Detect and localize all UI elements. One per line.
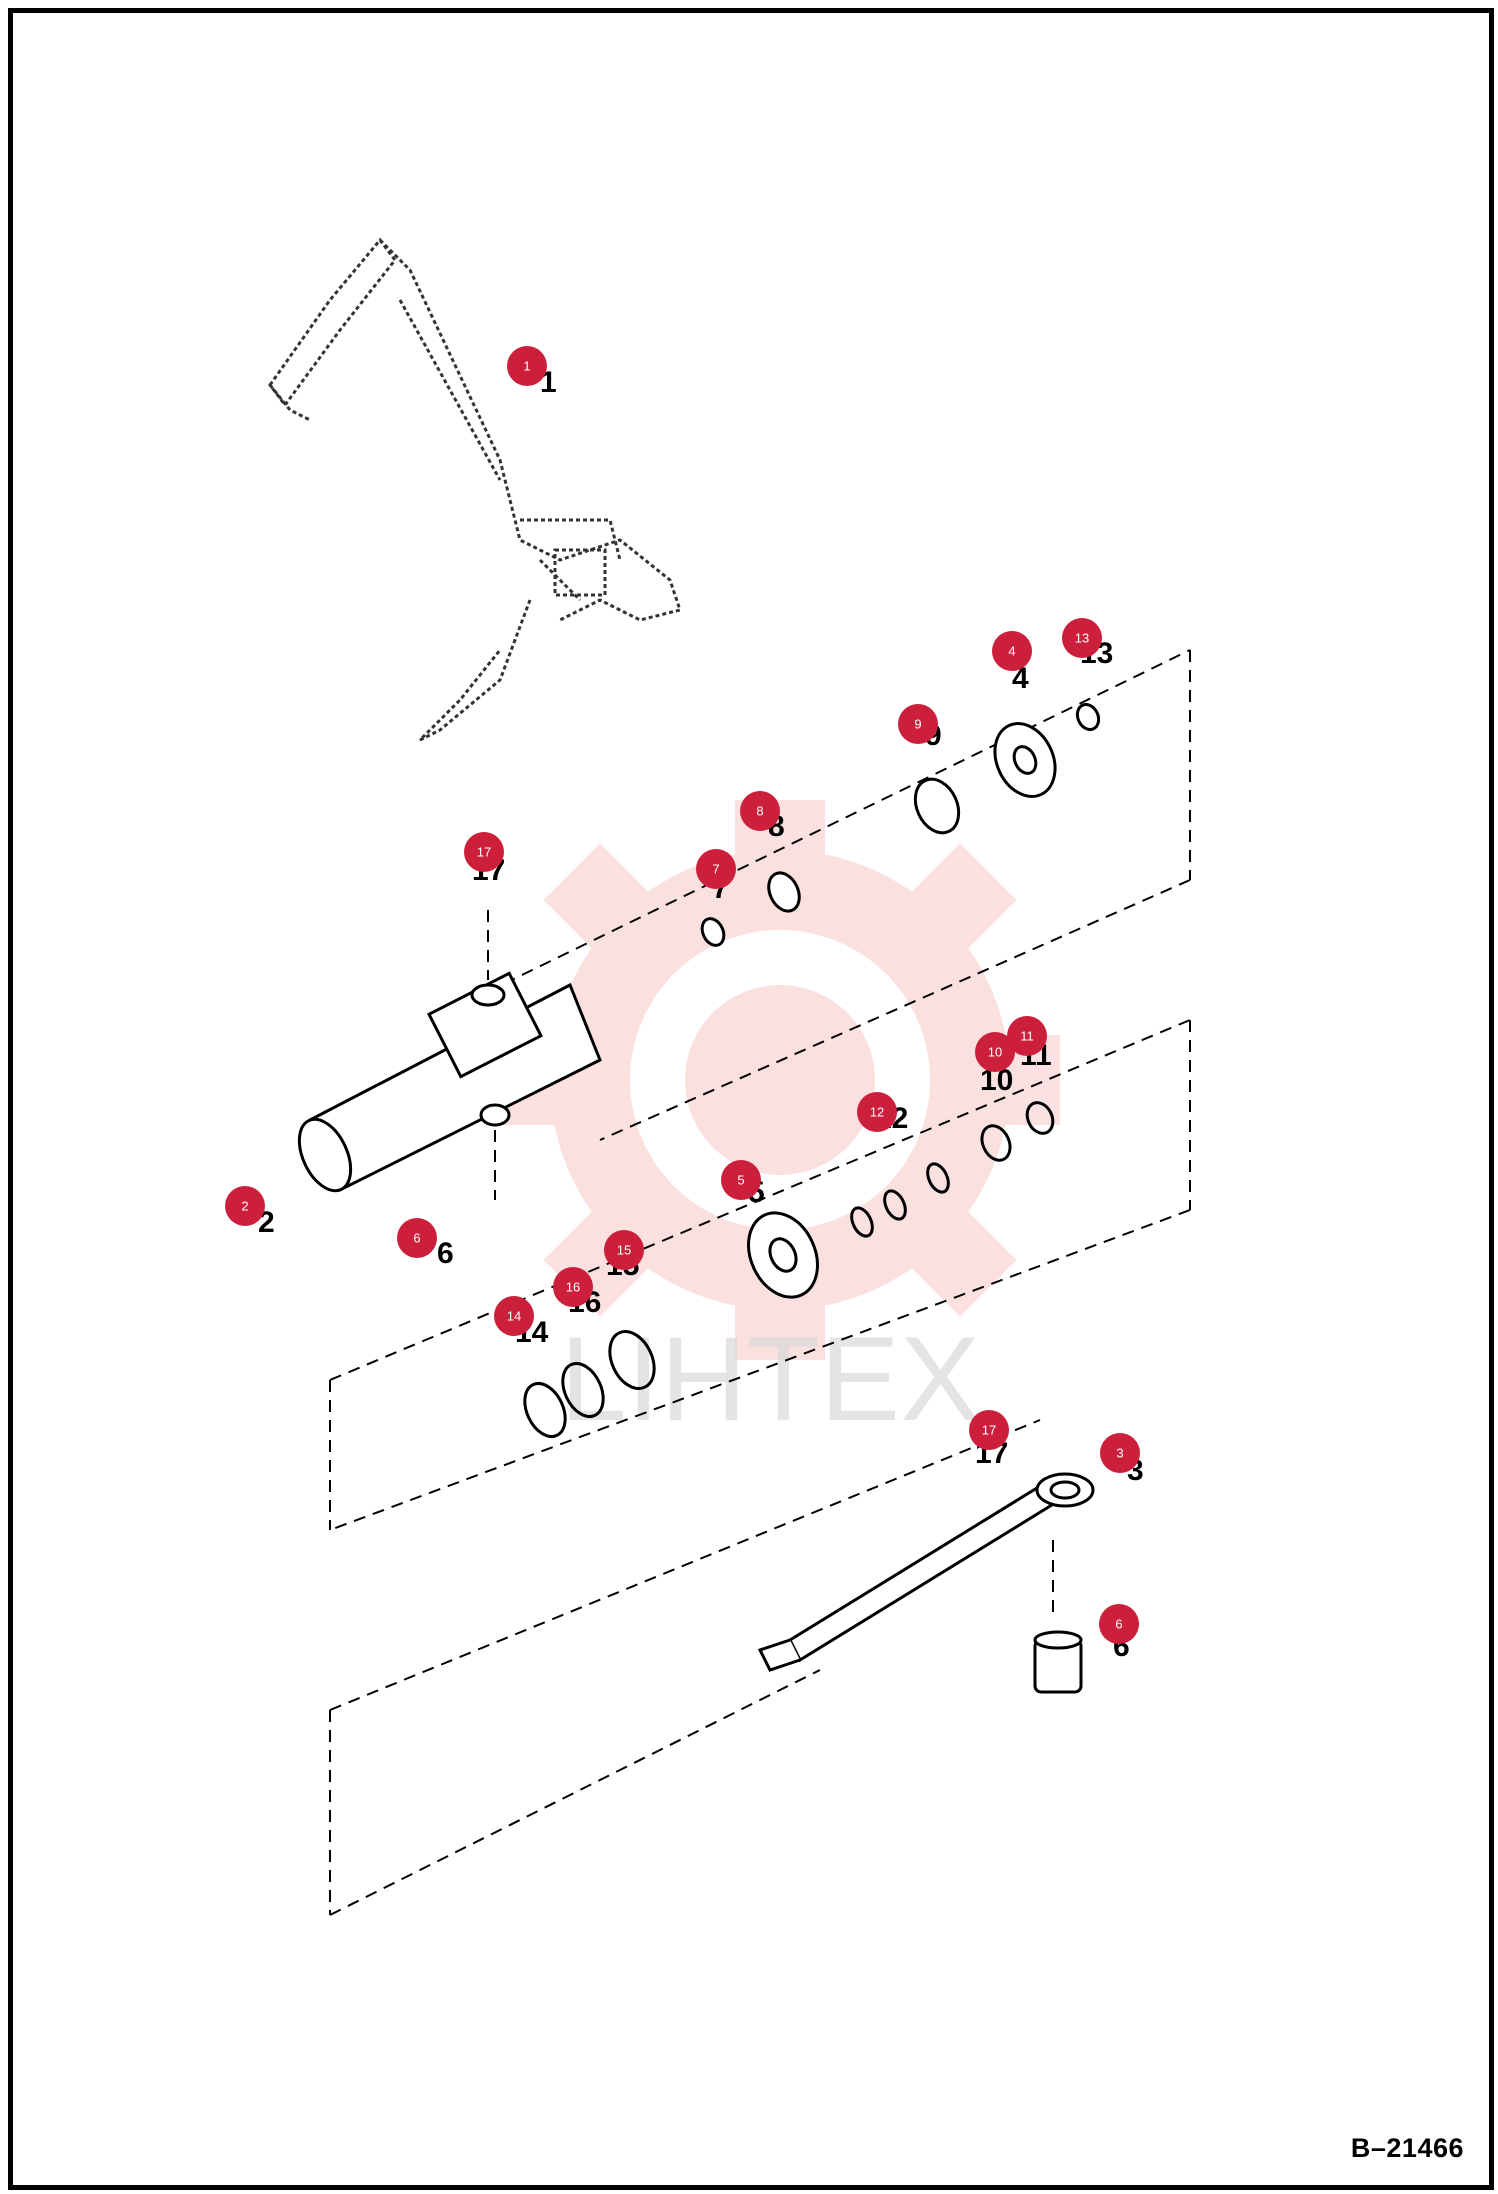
callout-7[interactable]: 7 [696, 849, 736, 889]
svg-text:14: 14 [507, 1309, 521, 1324]
svg-text:7: 7 [712, 862, 719, 877]
svg-text:4: 4 [1008, 644, 1015, 659]
svg-text:12: 12 [870, 1105, 884, 1120]
svg-text:15: 15 [617, 1243, 631, 1258]
callout-8[interactable]: 8 [740, 791, 780, 831]
drawing-number: B–21466 [1350, 2133, 1464, 2163]
callout-6a[interactable]: 6 [397, 1218, 437, 1258]
callout-17b[interactable]: 17 [969, 1410, 1009, 1450]
diagram-frame [8, 8, 1494, 2190]
svg-text:5: 5 [737, 1173, 744, 1188]
callout-14[interactable]: 14 [494, 1296, 534, 1336]
callout-17a[interactable]: 17 [464, 832, 504, 872]
svg-text:13: 13 [1075, 631, 1089, 646]
callout-badges: 1 2 3 4 5 6 6 7 8 9 10 11 12 13 14 15 16… [225, 346, 1140, 1644]
part-number-6a: 6 [437, 1237, 454, 1270]
callout-10[interactable]: 10 [975, 1032, 1015, 1072]
callout-2[interactable]: 2 [225, 1186, 265, 1226]
callout-6b[interactable]: 6 [1099, 1604, 1139, 1644]
svg-text:10: 10 [988, 1045, 1002, 1060]
piston-parts-drawing [523, 1101, 1055, 1438]
cylinder-barrel-drawing [297, 971, 602, 1193]
callout-12[interactable]: 12 [857, 1092, 897, 1132]
svg-text:16: 16 [566, 1280, 580, 1295]
backhoe-assembly-drawing [268, 237, 682, 742]
callout-16[interactable]: 16 [553, 1267, 593, 1307]
svg-text:8: 8 [756, 804, 763, 819]
exploded-leader-lines [329, 649, 1191, 1916]
svg-text:9: 9 [914, 717, 921, 732]
callout-5[interactable]: 5 [721, 1160, 761, 1200]
callout-11[interactable]: 11 [1007, 1016, 1047, 1056]
svg-text:6: 6 [413, 1231, 420, 1246]
watermark-text: LIHTEX [560, 1312, 980, 1446]
svg-text:1: 1 [523, 359, 530, 374]
callout-9[interactable]: 9 [898, 704, 938, 744]
gland-parts-drawing [700, 702, 1101, 947]
callout-4[interactable]: 4 [992, 631, 1032, 671]
callout-3[interactable]: 3 [1100, 1433, 1140, 1473]
svg-text:2: 2 [241, 1199, 248, 1214]
svg-text:17: 17 [477, 845, 491, 860]
svg-text:6: 6 [1115, 1617, 1122, 1632]
svg-text:11: 11 [1020, 1029, 1034, 1044]
svg-text:3: 3 [1116, 1446, 1123, 1461]
callout-13[interactable]: 13 [1062, 618, 1102, 658]
rod-drawing [757, 1472, 1095, 1694]
callout-1[interactable]: 1 [507, 346, 547, 386]
callout-15[interactable]: 15 [604, 1230, 644, 1270]
svg-text:17: 17 [982, 1423, 996, 1438]
